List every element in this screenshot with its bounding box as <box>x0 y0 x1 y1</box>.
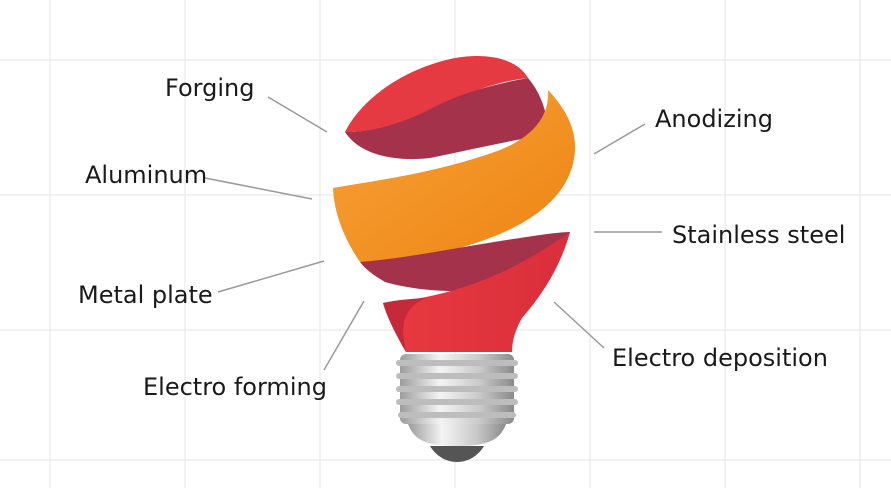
leader-lines <box>204 96 662 371</box>
leader-line-aluminum <box>204 177 313 200</box>
light-bulb-illustration <box>333 56 576 462</box>
leader-line-electro-deposition <box>553 301 605 349</box>
ribbon-dark-upper <box>345 78 548 160</box>
label-anodizing: Anodizing <box>655 105 773 133</box>
ribbon-lower-red <box>383 232 570 352</box>
label-forging: Forging <box>165 74 255 102</box>
leader-line-electro-forming <box>323 300 365 371</box>
ribbon-lower-shade <box>383 298 425 352</box>
label-stainless-steel: Stainless steel <box>672 221 846 249</box>
label-electro-forming: Electro forming <box>143 373 327 401</box>
ribbon-top-red <box>345 56 528 132</box>
label-electro-deposition: Electro deposition <box>612 344 828 372</box>
ribbon-orange <box>333 90 576 262</box>
leader-line-forging <box>267 96 328 133</box>
label-metal-plate: Metal plate <box>78 281 213 309</box>
label-aluminum: Aluminum <box>85 161 208 189</box>
bulb-screw-base <box>396 354 518 446</box>
leader-line-anodizing <box>593 123 646 155</box>
bulb-tip <box>430 446 484 462</box>
leader-line-metal-plate <box>217 260 325 293</box>
